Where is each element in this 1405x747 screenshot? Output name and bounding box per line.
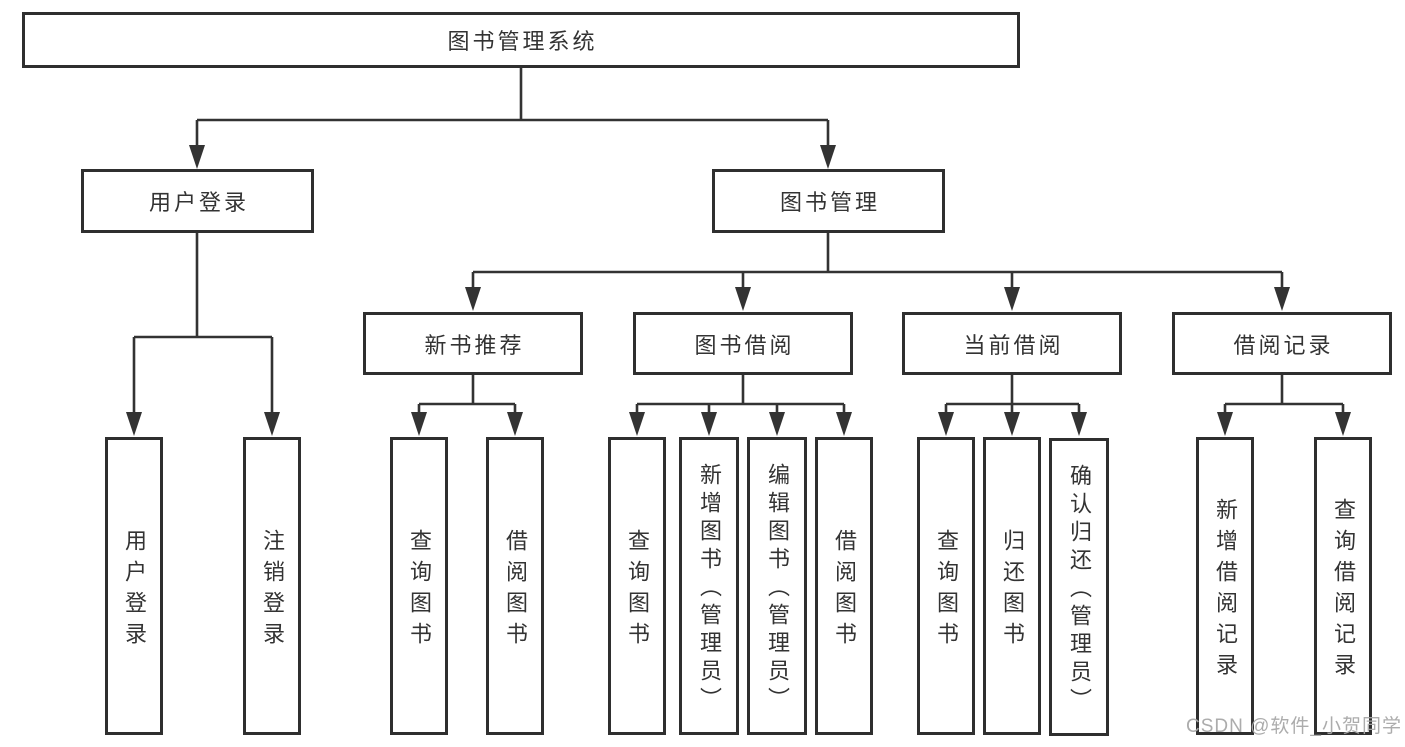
arrowhead [1071,412,1087,436]
arrowhead [126,412,142,436]
node-borrow-records-label: 借阅记录 [1233,332,1334,358]
leaf-label: 确认归还（管理员） [1067,464,1092,716]
leaf-label: 用户登录 [122,528,147,653]
leaf-query-books-borrow: 查询图书 [608,437,666,735]
tree-branch-lines [132,68,1345,414]
leaf-add-book-admin: 新增图书（管理员） [679,437,739,735]
leaf-query-borrow-record: 查询借阅记录 [1314,437,1372,735]
node-new-book-recommend-label: 新书推荐 [424,332,525,358]
arrowhead [701,412,717,436]
arrowhead [629,412,645,436]
arrowheads [126,145,1351,436]
node-book-management: 图书管理 [712,169,945,233]
leaf-query-books-current: 查询图书 [917,437,975,735]
arrowhead [735,287,751,311]
node-new-book-recommend: 新书推荐 [363,312,583,375]
leaf-return-books: 归还图书 [983,437,1041,735]
leaf-edit-book-admin: 编辑图书（管理员） [747,437,807,735]
arrowhead [938,412,954,436]
leaf-label: 注销登录 [260,528,285,653]
leaf-confirm-return-admin: 确认归还（管理员） [1049,438,1109,736]
arrowhead [507,412,523,436]
node-book-borrow: 图书借阅 [633,312,853,375]
leaf-query-books-recommend: 查询图书 [390,437,448,735]
leaf-label: 查询图书 [625,528,650,653]
leaf-borrow-books-recommend: 借阅图书 [486,437,544,735]
leaf-label: 查询图书 [934,528,959,653]
node-borrow-records: 借阅记录 [1172,312,1392,375]
leaf-add-borrow-record: 新增借阅记录 [1196,437,1254,735]
node-current-borrow-label: 当前借阅 [963,332,1064,358]
node-user-login-label: 用户登录 [148,190,249,215]
node-book-management-label: 图书管理 [779,190,880,215]
arrowhead [836,412,852,436]
leaf-logout: 注销登录 [243,437,301,735]
leaf-label: 新增图书（管理员） [697,463,722,715]
leaf-label: 借阅图书 [832,528,857,653]
arrowhead [1217,412,1233,436]
leaf-label: 归还图书 [1000,528,1025,653]
node-book-borrow-label: 图书借阅 [694,332,795,358]
leaf-borrow-books-borrow: 借阅图书 [815,437,873,735]
arrowhead [1335,412,1351,436]
arrowhead [465,287,481,311]
node-root: 图书管理系统 [22,12,1020,68]
leaf-label: 新增借阅记录 [1213,497,1238,684]
leaf-label: 借阅图书 [503,528,528,653]
leaf-user-login: 用户登录 [105,437,163,735]
arrowhead [769,412,785,436]
arrowhead [820,145,836,169]
arrowhead [189,145,205,169]
arrowhead [264,412,280,436]
node-user-login: 用户登录 [81,169,314,233]
node-root-label: 图书管理系统 [447,29,598,54]
leaf-label: 查询借阅记录 [1331,497,1356,684]
leaf-label: 查询图书 [407,528,432,653]
arrowhead [1004,412,1020,436]
arrowhead [1004,287,1020,311]
node-current-borrow: 当前借阅 [902,312,1122,375]
leaf-label: 编辑图书（管理员） [765,463,790,715]
watermark: CSDN @软件_小贺同学 [1186,716,1402,737]
arrowhead [1274,287,1290,311]
arrowhead [411,412,427,436]
